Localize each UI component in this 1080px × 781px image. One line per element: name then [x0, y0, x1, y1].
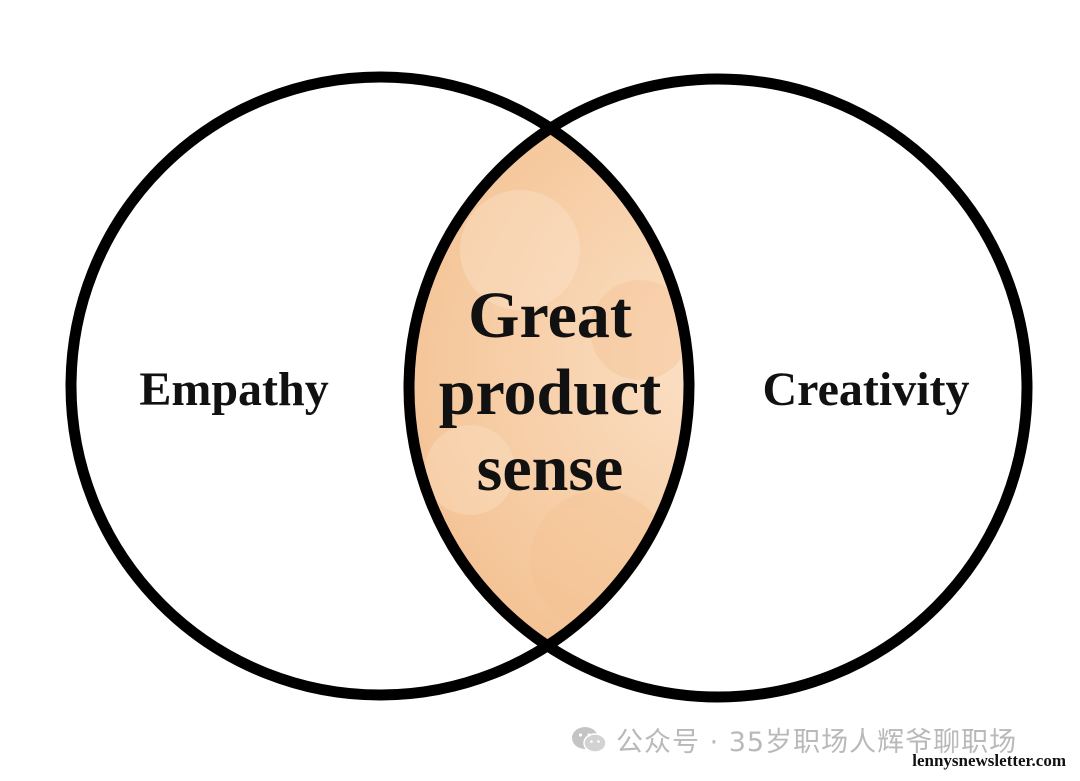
overlap-region [409, 79, 689, 695]
overlap-label-line-3: sense [477, 432, 624, 505]
creativity-label: Creativity [762, 363, 969, 416]
empathy-label: Empathy [139, 363, 328, 416]
overlap-label-line-2: product [439, 356, 662, 429]
overlap-label-line-1: Great [468, 279, 632, 352]
watermark: 公众号 · 35岁职场人辉爷聊职场 [570, 720, 1017, 759]
left-circle [65, 71, 695, 701]
wechat-icon [572, 726, 607, 753]
source-credit: lennysnewsletter.com [912, 751, 1066, 770]
watermark-text: 公众号 · 35岁职场人辉爷聊职场 [616, 727, 1018, 758]
right-circle [403, 73, 1033, 703]
